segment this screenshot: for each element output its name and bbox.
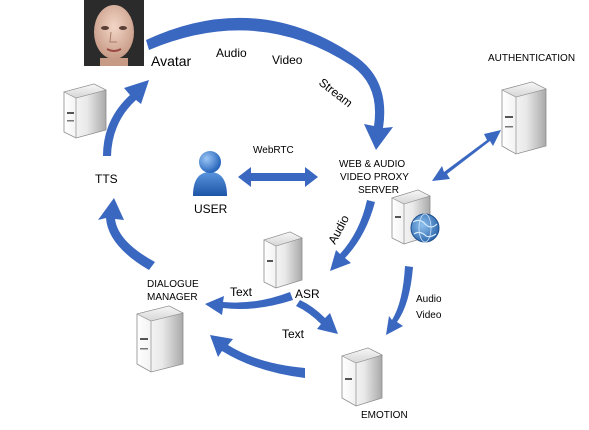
arrow-dm-to-tts — [98, 198, 155, 270]
arrow-user-proxy-bidirectional — [238, 167, 318, 187]
globe-icon — [410, 213, 440, 243]
arrow-proxy-auth-bidirectional — [432, 130, 501, 181]
arrow-proxy-to-emotion — [386, 266, 413, 335]
user-icon — [193, 151, 227, 196]
node-label-avatar: Avatar — [151, 53, 192, 69]
server-icon-asr — [263, 231, 303, 289]
edge-label-audio-to-asr: Audio — [325, 212, 352, 246]
edge-label-text-to-dm: Text — [230, 285, 253, 299]
node-label-proxy-line-1: WEB & AUDIO — [339, 159, 405, 170]
edge-label-webrtc: WebRTC — [253, 145, 294, 156]
edge-label-audio-stream: Audio — [216, 46, 247, 60]
server-icon-emotion — [341, 347, 383, 407]
node-label-dialogue-line-2: MANAGER — [147, 292, 198, 303]
edge-label-audio-to-emotion: Audio — [416, 294, 442, 305]
server-icon-authentication — [501, 81, 547, 155]
avatar-face-image — [84, 0, 144, 66]
edge-label-video-stream: Video — [272, 53, 303, 67]
arrow-asr-to-dm — [205, 292, 293, 315]
node-label-authentication: AUTHENTICATION — [488, 53, 575, 64]
node-label-user: USER — [194, 202, 228, 216]
node-label-asr: ASR — [295, 287, 320, 301]
arrow-tts-to-avatar — [103, 80, 149, 156]
edge-label-stream: Stream — [316, 75, 355, 110]
node-label-proxy-line-2: VIDEO PROXY — [340, 172, 409, 183]
server-icon-tts — [63, 83, 107, 139]
arrow-avatar-to-proxy — [146, 17, 393, 151]
edge-label-video-to-emotion: Video — [416, 310, 442, 321]
arrow-emotion-to-dm — [210, 335, 305, 378]
node-label-tts: TTS — [95, 172, 118, 186]
arrow-emotion-sweep — [303, 346, 313, 372]
edge-label-text-to-emotion: Text — [282, 327, 305, 341]
node-label-proxy-line-3: SERVER — [358, 185, 399, 196]
server-icon-dialogue-manager — [136, 305, 184, 373]
node-label-dialogue-line-1: DIALOGUE — [147, 279, 199, 290]
arrow-proxy-to-asr — [330, 200, 375, 271]
arrow-asr-to-emotion — [296, 300, 338, 334]
node-label-emotion: EMOTION — [361, 410, 408, 421]
